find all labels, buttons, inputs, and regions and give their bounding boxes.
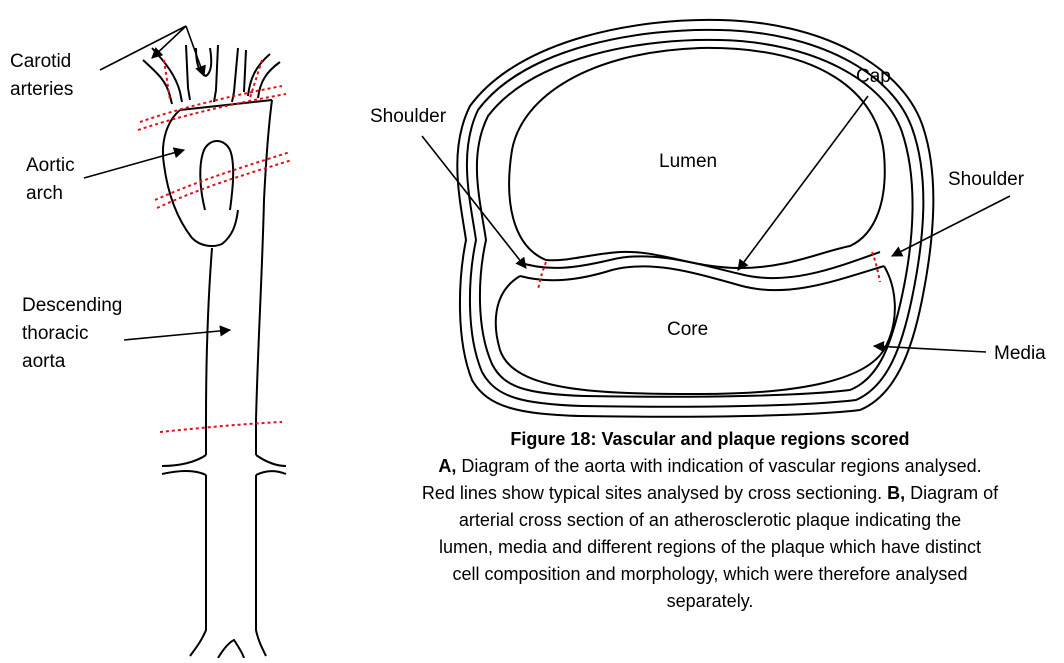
branch-right-upper xyxy=(256,455,286,466)
arrow-arch xyxy=(84,150,184,178)
label-carotid-2: arteries xyxy=(10,76,73,103)
descending-aorta-left xyxy=(206,248,212,455)
shoulder-markers xyxy=(538,252,880,290)
media-inner xyxy=(477,40,913,397)
label-core: Core xyxy=(667,316,708,343)
label-arch-2: arch xyxy=(26,180,63,207)
figure-caption: Figure 18: Vascular and plaque regions s… xyxy=(310,426,1064,615)
bifurcation xyxy=(218,640,244,658)
caption-line-5: cell composition and morphology, which w… xyxy=(310,561,1064,588)
branch-right-lower xyxy=(256,471,286,475)
arrow-cap xyxy=(738,96,868,270)
label-media: Media xyxy=(994,340,1046,367)
label-descending-3: aorta xyxy=(22,348,65,375)
media-middle xyxy=(467,30,923,407)
caption-title: Figure 18: Vascular and plaque regions s… xyxy=(310,426,1064,453)
carotid-right-branch xyxy=(232,48,238,102)
label-shoulder-right: Shoulder xyxy=(948,166,1024,193)
branch-left-lower xyxy=(162,471,206,475)
arrow-shoulder-right xyxy=(892,196,1010,256)
carotid-center-right xyxy=(214,45,218,102)
section-line-carotid xyxy=(140,86,282,122)
carotid-left-branch-inner xyxy=(152,48,182,102)
caption-label-a: A, xyxy=(438,456,456,476)
descending-aorta-right xyxy=(256,200,264,455)
arrow-descending xyxy=(124,330,230,340)
arrow-carotid-1b xyxy=(152,26,186,58)
arrow-carotid-2 xyxy=(186,26,204,76)
label-shoulder-left: Shoulder xyxy=(370,103,446,130)
carotid-right-side xyxy=(258,62,280,98)
label-descending-1: Descending xyxy=(22,292,122,319)
label-arch-1: Aortic xyxy=(26,152,75,179)
caption-line-2: Red lines show typical sites analysed by… xyxy=(310,480,1064,507)
aortic-arch-right xyxy=(264,100,272,200)
caption-line-3: arterial cross section of an atheroscler… xyxy=(310,507,1064,534)
label-lumen: Lumen xyxy=(659,148,717,175)
label-descending-2: thoracic xyxy=(22,320,89,347)
label-carotid-1: Carotid xyxy=(10,48,71,75)
lower-aorta-left xyxy=(190,475,206,656)
section-line-arch xyxy=(155,152,290,200)
label-cap: Cap xyxy=(856,63,891,90)
caption-line-1-text: Diagram of the aorta with indication of … xyxy=(456,456,981,476)
caption-line-4: lumen, media and different regions of th… xyxy=(310,534,1064,561)
carotid-right-branch-inner xyxy=(244,50,246,92)
caption-label-b: B, xyxy=(887,483,905,503)
arrow-media xyxy=(874,346,986,352)
section-line-carotid-2 xyxy=(138,94,286,130)
aorta-diagram xyxy=(143,45,286,658)
caption-line-2-end: Diagram of xyxy=(905,483,998,503)
arrow-carotid-1 xyxy=(100,26,186,70)
caption-line-2-text: Red lines show typical sites analysed by… xyxy=(422,483,887,503)
carotid-center-left xyxy=(186,45,190,100)
section-line-descending xyxy=(160,422,282,432)
branch-left-upper xyxy=(162,455,206,466)
caption-line-1: A, Diagram of the aorta with indication … xyxy=(310,453,1064,480)
section-line-arch-2 xyxy=(157,160,292,208)
caption-line-6: separately. xyxy=(310,588,1064,615)
lower-aorta-right xyxy=(256,475,266,656)
